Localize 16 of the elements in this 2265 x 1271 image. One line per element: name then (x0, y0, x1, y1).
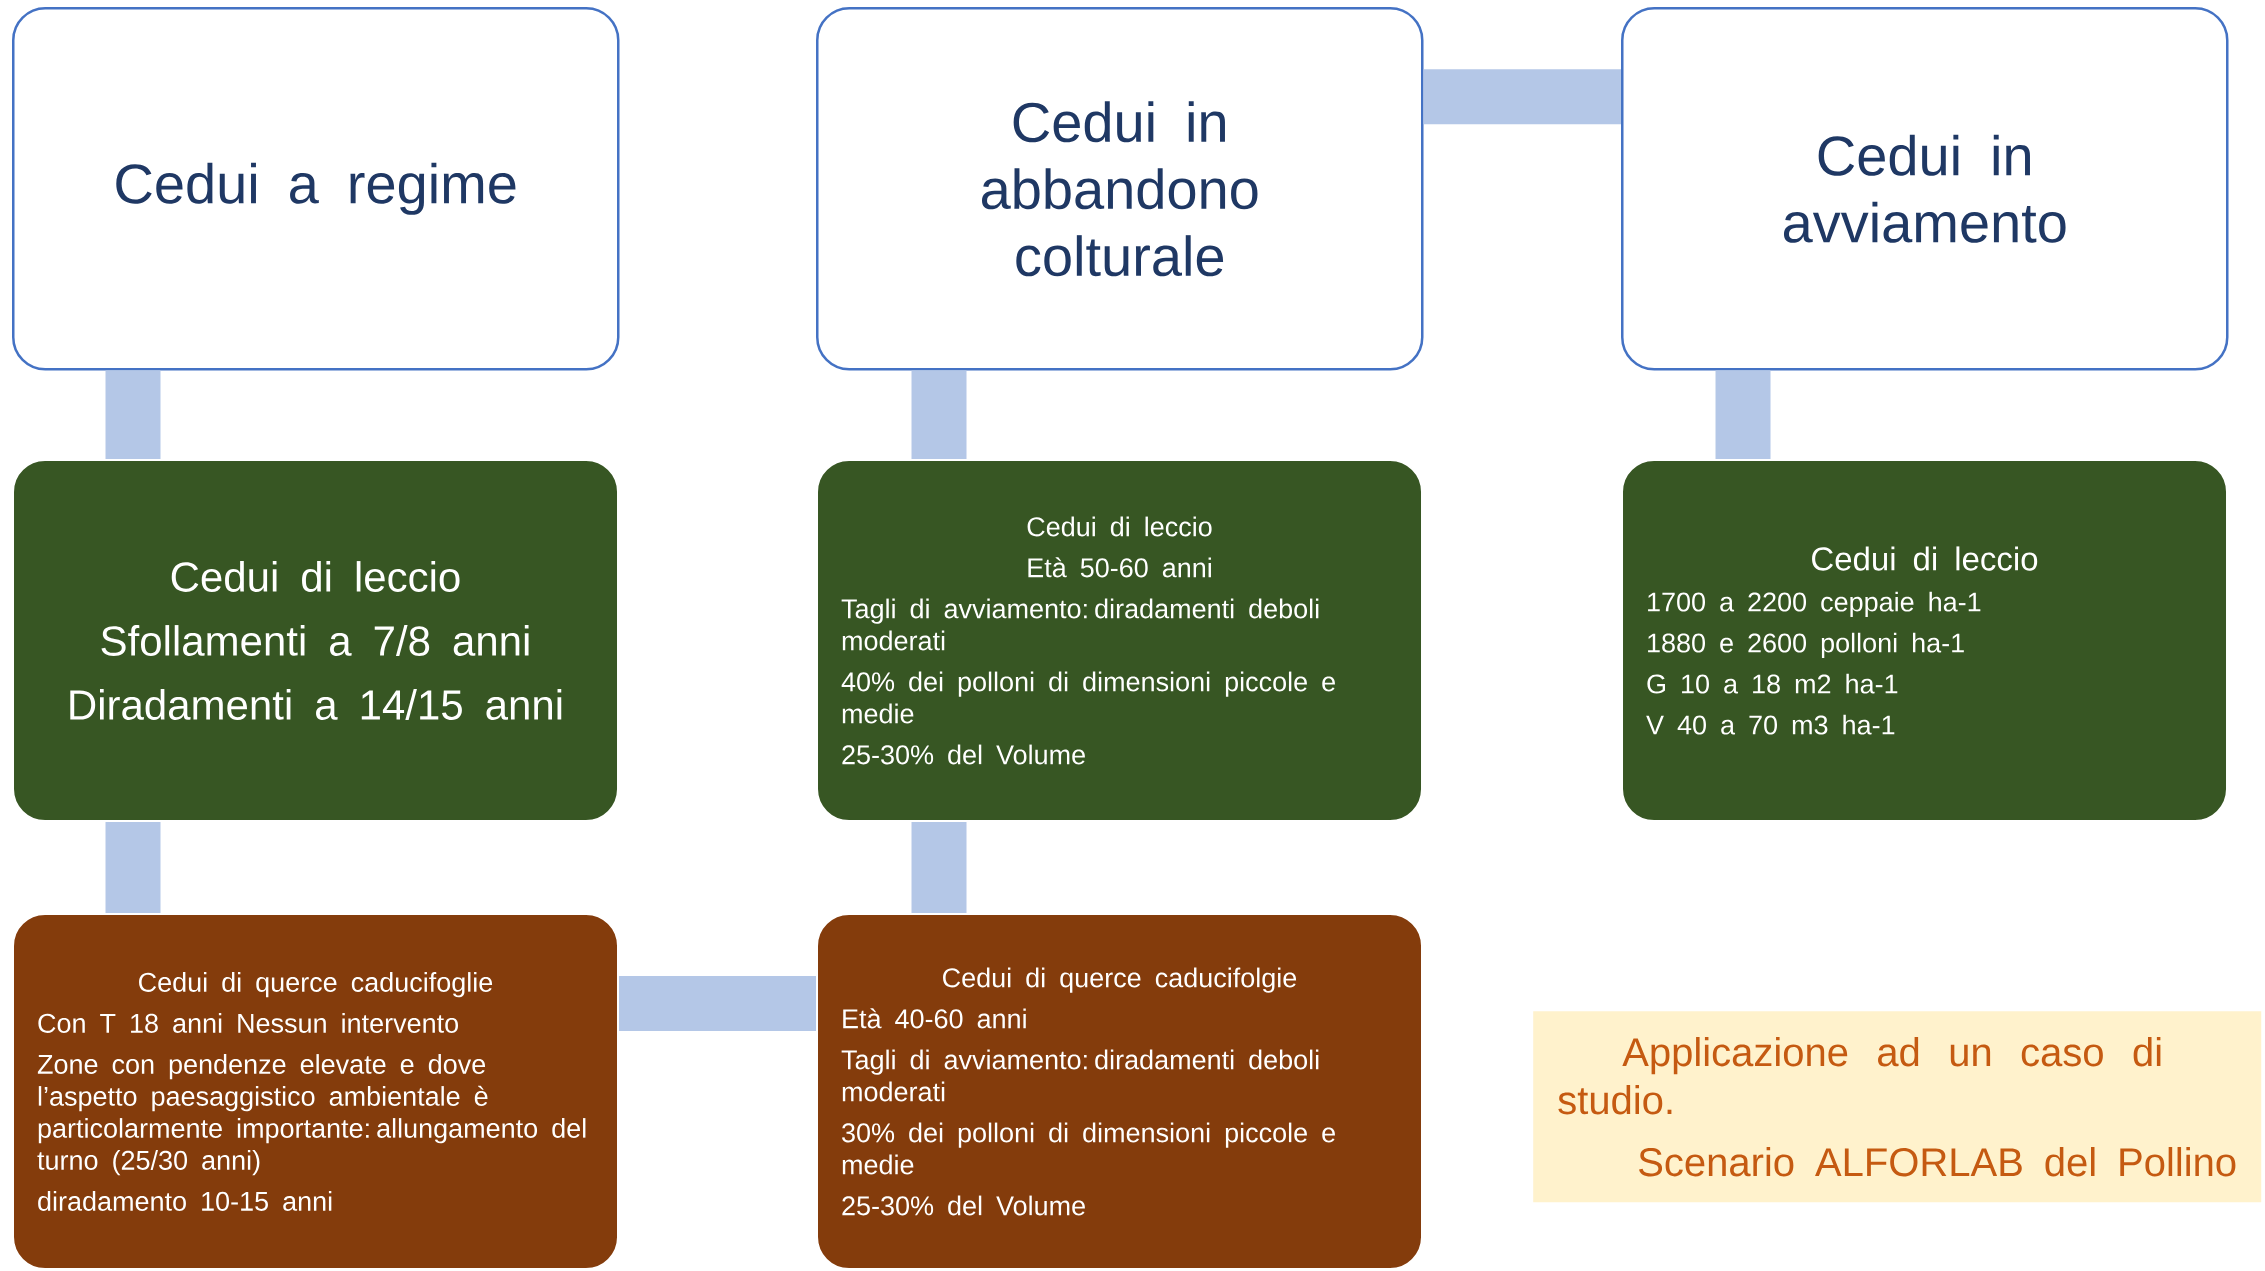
category-box: Cedui in avviamento (1621, 7, 2229, 371)
connector-bar (105, 822, 161, 913)
info-box: Cedui di leccio Sfollamenti a 7/8 anni Diradamenti a 14/15 anni (12, 459, 619, 822)
info-box: Cedui di querce caducifolgie Età 40-60 anni Tagli di avviamento: diradamenti deboli moderati 30% dei polloni di dimensioni piccole e medie 25-30% del Volume (816, 913, 1423, 1270)
connector-bar (911, 370, 967, 459)
info-box: Cedui di leccio 1700 a 2200 ceppaie ha-1 1880 e 2600 polloni ha-1 G 10 a 18 m2 ha-1 V 40 a 70 m3 ha-1 (1621, 459, 2228, 822)
connector-bar (105, 370, 161, 459)
info-box: Cedui di querce caducifoglie Con T 18 anni Nessun intervento Zone con pendenze elevate e dove l’aspetto paesaggistico ambientale è particolarmente importante: allungamento del turno (25/30 anni) diradamento 10-15 anni (12, 913, 619, 1270)
connector-bar (1423, 69, 1621, 125)
connector-bar (911, 822, 967, 913)
connector-bar (1715, 370, 1771, 459)
category-box: Cedui in abbandono colturale (816, 7, 1424, 371)
note-box: Applicazione ad un caso di studio. Scenario ALFORLAB del Pollino (1533, 1011, 2262, 1203)
category-box: Cedui a regime (12, 7, 620, 371)
connector-bar (619, 976, 816, 1031)
info-box: Cedui di leccio Età 50-60 anni Tagli di avviamento: diradamenti deboli moderati 40% dei polloni di dimensioni piccole e medie 25-30% del Volume (816, 459, 1423, 822)
